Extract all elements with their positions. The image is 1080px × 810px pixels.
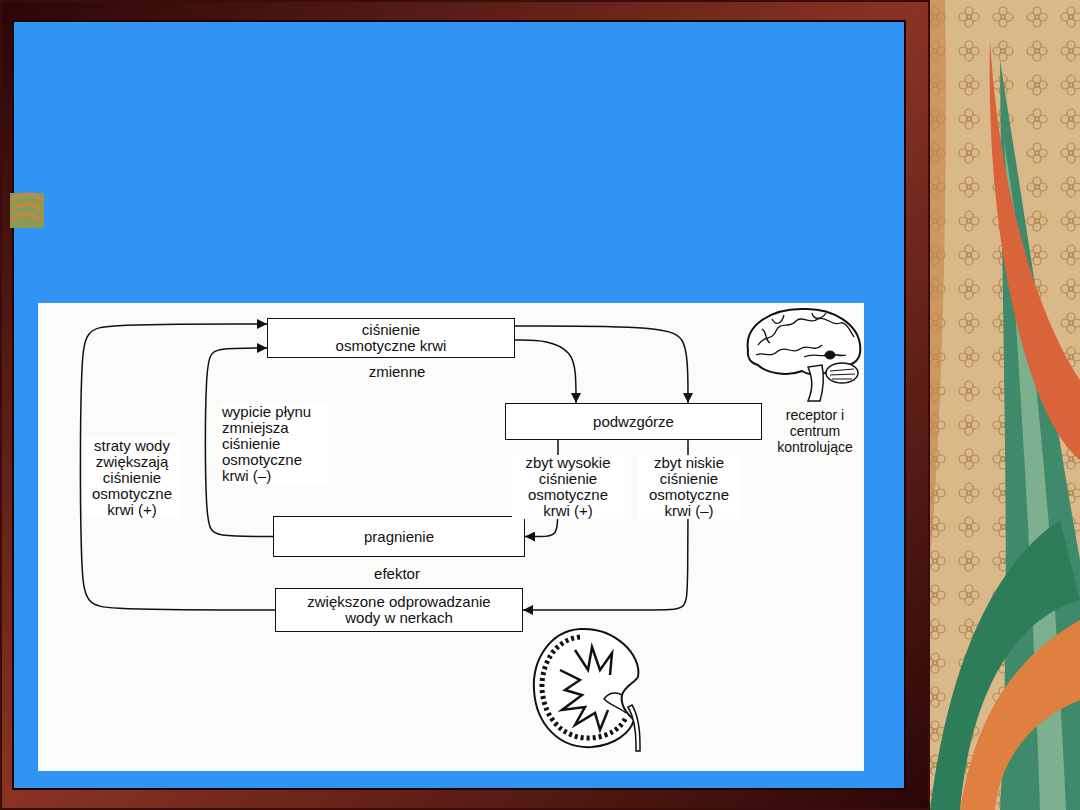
process-box: pragnienie xyxy=(273,516,525,557)
brain-illustration xyxy=(748,309,861,401)
process-box: ciśnienie osmotyczne krwi xyxy=(267,318,515,358)
figure-panel xyxy=(38,303,864,771)
edge-label: zbyt wysokie ciśnienie osmotyczne krwi (… xyxy=(512,455,624,519)
diagram-label: receptor i centrum kontrolujące xyxy=(777,407,853,455)
kidney-illustration xyxy=(534,629,640,751)
diagram-label: zmienne xyxy=(369,363,426,380)
process-box: zwiększone odprowadzanie wody w nerkach xyxy=(275,588,523,632)
edge-label: wypicie płynu zmniejsza ciśnienie osmoty… xyxy=(220,404,328,484)
slide-ground xyxy=(14,22,904,788)
side-decoration xyxy=(930,0,1080,810)
edge-label: straty wody zwiększają ciśnienie osmotyc… xyxy=(84,438,180,518)
flow-arrow xyxy=(515,340,576,403)
diagram-label: efektor xyxy=(374,565,420,582)
box-text: podwzgórze xyxy=(593,414,674,430)
process-box: podwzgórze xyxy=(505,403,762,440)
flow-arrow xyxy=(515,326,688,403)
box-text: ciśnienie osmotyczne krwi xyxy=(325,322,457,354)
bullet-square xyxy=(10,193,44,228)
edge-label: zbyt niskie ciśnienie osmotyczne krwi (–… xyxy=(638,455,740,519)
box-text: zwiększone odprowadzanie wody w nerkach xyxy=(299,594,499,626)
box-text: pragnienie xyxy=(364,529,434,545)
slide-frame xyxy=(2,2,928,808)
